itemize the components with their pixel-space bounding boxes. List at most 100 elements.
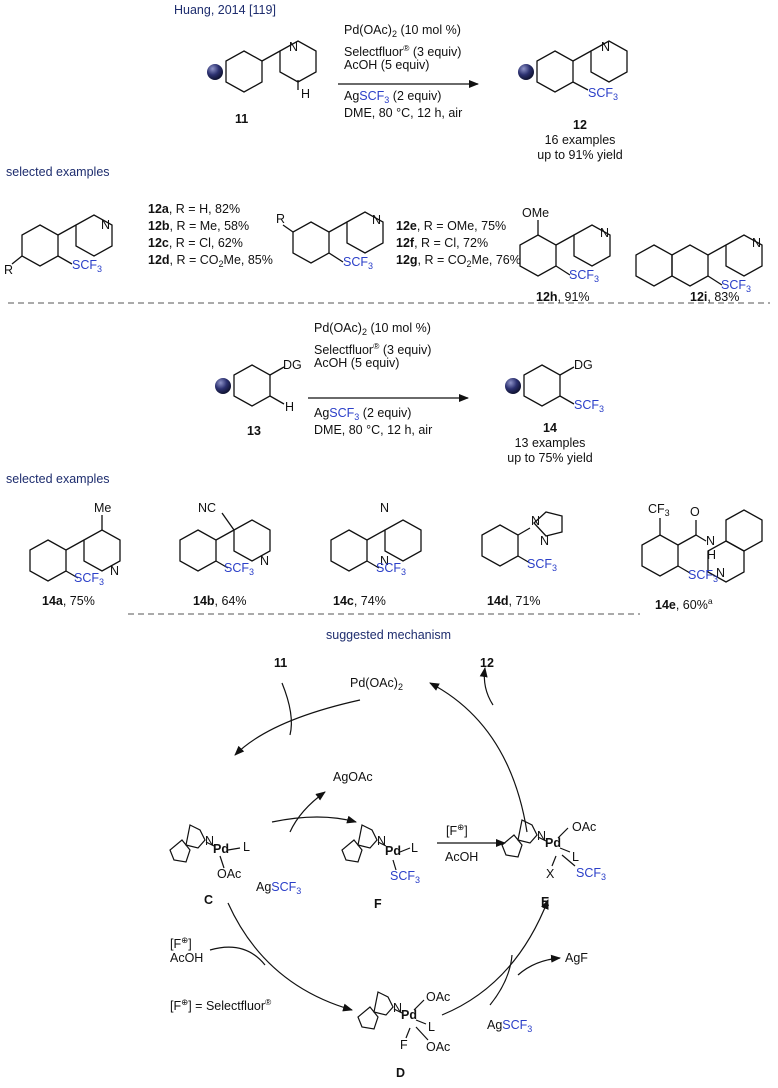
scf3-12: SCF3: [588, 86, 619, 102]
arrow-agscf3-in: [489, 954, 513, 1006]
c-n: N: [205, 834, 215, 848]
label-13: 13: [247, 424, 261, 438]
yield-12: up to 91% yield: [537, 148, 623, 162]
f-scf3: SCF3: [390, 869, 421, 885]
reagent-pd: Pd(OAc)2 (10 mol %): [344, 23, 461, 39]
me-14a: Me: [94, 501, 112, 515]
e-x: X: [546, 867, 555, 881]
d-l: L: [428, 1020, 435, 1034]
example-14b: 14b, 64%: [193, 594, 247, 608]
pyridine-n-12: N: [601, 40, 611, 54]
compound-12: [536, 40, 628, 93]
d-agscf3: AgSCF3: [487, 1018, 533, 1034]
compound-14b: [179, 512, 271, 572]
examples-14: 13 examples: [514, 436, 586, 450]
pyridine-n-14b: N: [260, 554, 270, 568]
amide-h-14e: H: [707, 548, 717, 562]
c-pd: Pd: [213, 842, 229, 856]
f-pd: Pd: [385, 844, 401, 858]
acoh-top: AcOH: [445, 850, 479, 864]
compound-14e: [641, 509, 763, 583]
example-12c: 12c, R = Cl, 62%: [148, 236, 243, 250]
r-label-12e: R: [276, 212, 286, 226]
label-11: 11: [235, 112, 249, 126]
reagent2-pd: Pd(OAc)2 (10 mol %): [314, 321, 431, 337]
reagent2-agscf3: AgSCF3 (2 equiv): [314, 406, 412, 422]
mechanism-in-11: 11: [274, 656, 288, 670]
dg-13: DG: [283, 358, 302, 372]
compound-12e-g: [282, 211, 384, 264]
scf3-12h: SCF3: [569, 268, 600, 284]
example-12g: 12g, R = CO2Me, 76%: [396, 253, 521, 269]
scf3-14e: SCF3: [688, 568, 719, 584]
ome-12h: OMe: [522, 206, 550, 220]
scf3-12e: SCF3: [343, 255, 374, 271]
example-14c: 14c, 74%: [333, 594, 386, 608]
fplus-top: [F⊕]: [446, 822, 468, 838]
label-12: 12: [573, 118, 587, 132]
label-complex-C: C: [204, 893, 214, 907]
scf3-14a: SCF3: [74, 571, 105, 587]
h-atom-11: H: [301, 87, 311, 101]
acoh-left: AcOH: [170, 951, 204, 965]
yield-14: up to 75% yield: [507, 451, 593, 465]
pyridine-n-14a: N: [110, 564, 120, 578]
h-atom-13: H: [285, 400, 295, 414]
d-f: F: [400, 1038, 408, 1052]
pyrazole-n2-14d: N: [540, 534, 550, 548]
scf3-14d: SCF3: [527, 557, 558, 573]
reagent-selectfluor: Selectfluor® (3 equiv): [344, 43, 462, 59]
label-complex-E: E: [541, 895, 550, 909]
scf3-14b: SCF3: [224, 561, 255, 577]
d-n: N: [393, 1001, 403, 1015]
examples-12: 16 examples: [544, 133, 616, 147]
pyridine-n-12e: N: [372, 213, 382, 227]
d-pd: Pd: [401, 1008, 417, 1022]
scf3-14: SCF3: [574, 398, 605, 414]
pyrimidine-n2-14c: N: [380, 554, 390, 568]
cycle-arrow-pd-to-c: [234, 699, 361, 756]
mechanism-heading: suggested mechanism: [326, 628, 452, 642]
arrow-fplus-in: [209, 946, 266, 966]
reagent2-acoh: AcOH (5 equiv): [314, 356, 400, 370]
pyridine-n-12i: N: [752, 236, 762, 250]
example-12i: 12i, 83%: [690, 290, 740, 304]
aryl-ball-12: [518, 64, 534, 80]
selected-examples-heading-2: selected examples: [6, 472, 110, 486]
fplus-left: [F⊕]: [170, 935, 192, 951]
e-scf3: SCF3: [576, 866, 607, 882]
dg-14: DG: [574, 358, 593, 372]
nc-14b: NC: [198, 501, 217, 515]
pyrazole-n1-14d: N: [531, 514, 541, 528]
pyridine-n-11: N: [289, 40, 299, 54]
pyrimidine-n1-14c: N: [380, 501, 390, 515]
e-l: L: [572, 850, 579, 864]
e-n: N: [537, 829, 547, 843]
oxygen-14e: O: [690, 505, 700, 519]
complex-C: [169, 824, 241, 869]
pyridine-n-12a: N: [101, 218, 111, 232]
compound-12a-d: [11, 214, 113, 267]
aryl-ball-13: [215, 378, 231, 394]
reaction-conditions: DME, 80 °C, 12 h, air: [344, 106, 463, 120]
d-oac-top: OAc: [426, 990, 451, 1004]
arrow-c-to-d: [227, 902, 353, 1012]
aryl-ball-11: [207, 64, 223, 80]
aryl-ball-14: [505, 378, 521, 394]
reagent2-selectfluor: Selectfluor® (3 equiv): [314, 341, 432, 357]
arrow-agoac-out: [289, 791, 326, 833]
arrow-c-to-f: [271, 815, 357, 824]
cycle-arrow-out-12: [479, 667, 494, 706]
r-label-12a: R: [4, 263, 14, 277]
agf: AgF: [565, 951, 588, 965]
quinoline-n-14e: N: [716, 566, 726, 580]
e-oac: OAc: [572, 820, 597, 834]
compound-14: [523, 364, 575, 407]
reagent-agscf3: AgSCF3 (2 equiv): [344, 89, 442, 105]
complex-F: [341, 824, 411, 871]
c-l: L: [243, 840, 250, 854]
compound-14a: [29, 515, 121, 582]
example-12d: 12d, R = CO2Me, 85%: [148, 253, 273, 269]
cf3-14e: CF3: [648, 502, 670, 518]
